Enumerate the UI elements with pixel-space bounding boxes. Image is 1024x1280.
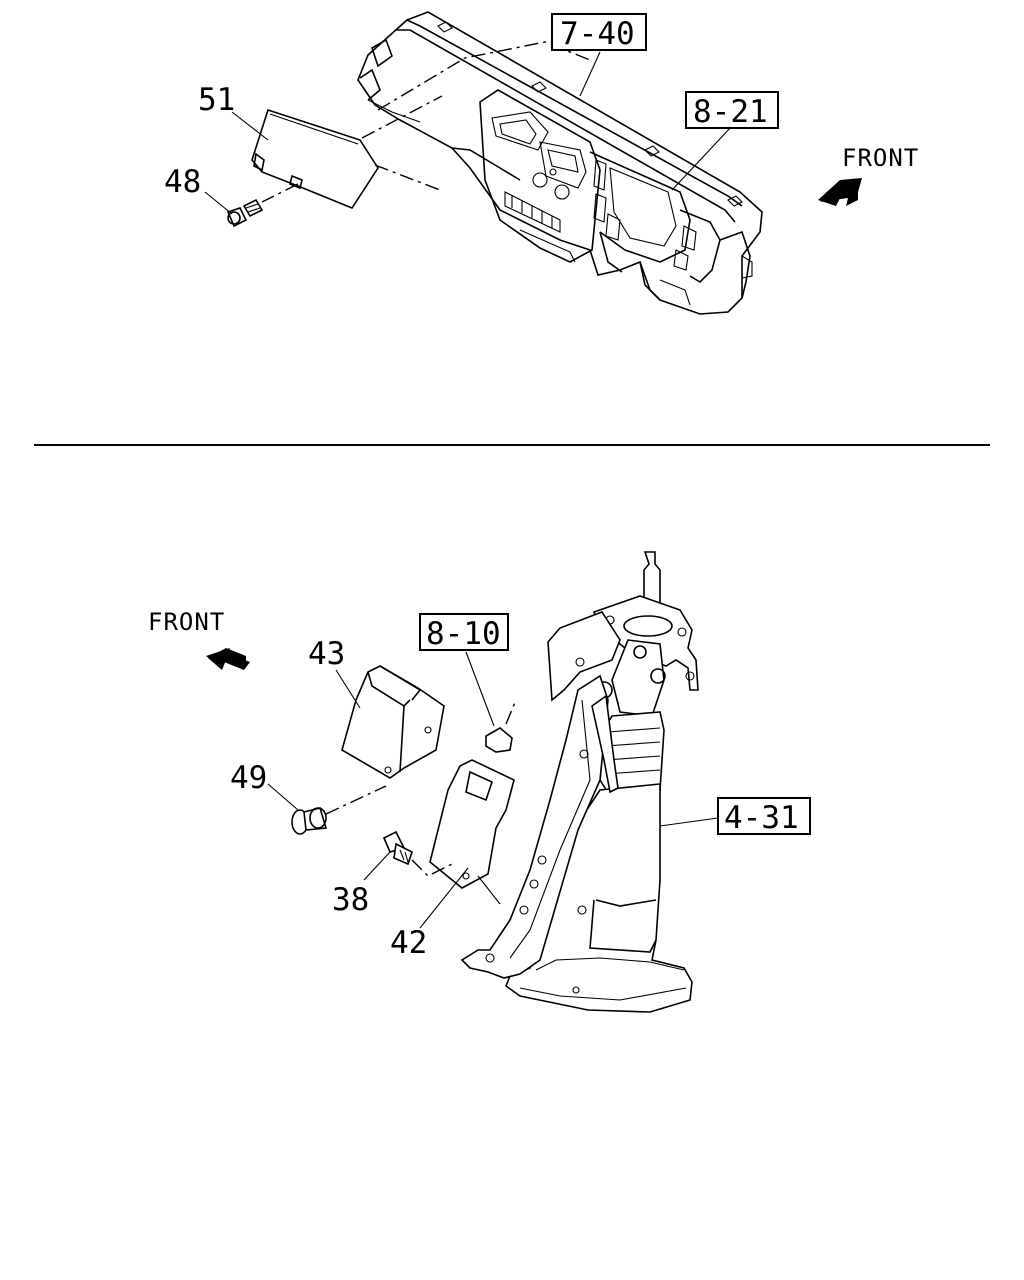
part-48-screw (226, 198, 264, 228)
part-label-48: 48 (164, 164, 201, 200)
front-label-top: FRONT (842, 144, 919, 172)
front-arrow-bottom-icon (206, 648, 250, 670)
top-view: 7-40 8-21 51 48 FRONT (164, 11, 919, 315)
part-label-51: 51 (198, 82, 235, 118)
ref-label-4-31: 4-31 (724, 800, 799, 836)
ref-box-4-31 (717, 797, 811, 835)
part-label-42: 42 (390, 925, 427, 961)
part-8-10-connector (485, 699, 517, 753)
part-label-49: 49 (230, 760, 267, 796)
part-label-38: 38 (332, 882, 369, 918)
dashboard-panel (357, 11, 763, 315)
front-label-bottom: FRONT (148, 608, 225, 636)
part-51-lid (251, 108, 379, 209)
part-label-43: 43 (308, 636, 345, 672)
ref-box-7-40 (551, 13, 647, 51)
ref-box-8-10 (419, 613, 509, 651)
ref-label-7-40: 7-40 (560, 16, 635, 52)
ref-label-8-21: 8-21 (693, 94, 768, 130)
front-arrow-top-icon (818, 178, 862, 206)
part-42-bracket (429, 759, 515, 889)
ref-label-8-10: 8-10 (426, 616, 501, 652)
part-38-bolt (382, 830, 413, 866)
part-49-clip (291, 807, 328, 835)
steering-column (460, 551, 699, 1013)
bottom-view: 8-10 4-31 43 49 38 42 FRONT (148, 551, 811, 1013)
part-43-bracket (341, 665, 445, 779)
ref-box-8-21 (685, 91, 779, 129)
